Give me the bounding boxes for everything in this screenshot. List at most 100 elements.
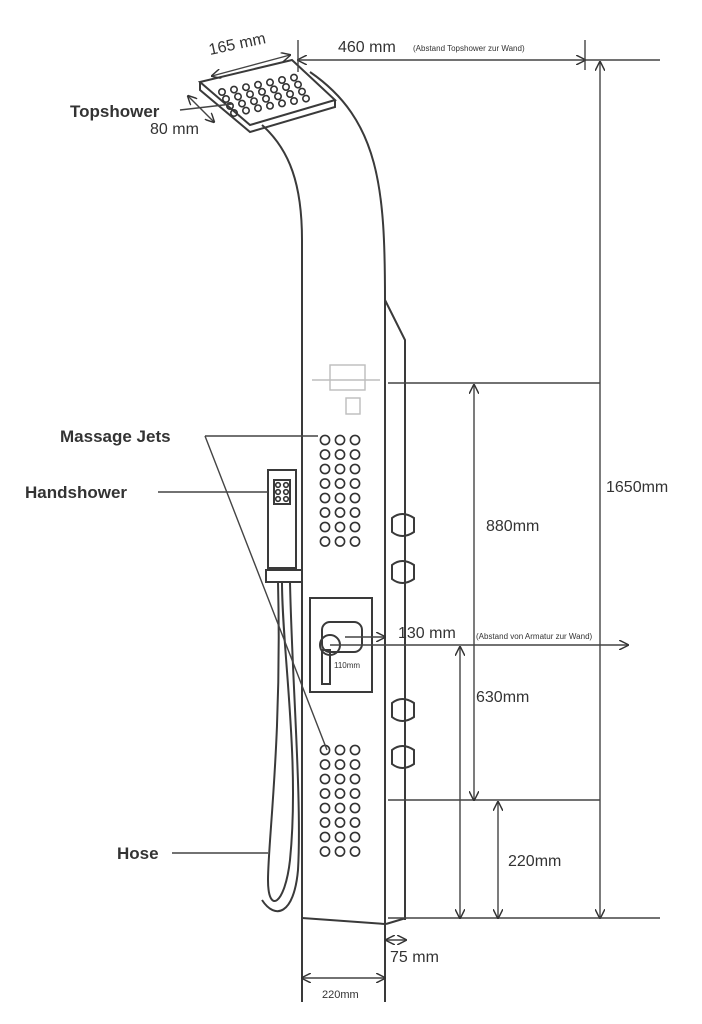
nozzle-dot (349, 744, 361, 756)
nozzle-dot (226, 102, 235, 111)
nozzle-dot (274, 481, 282, 489)
nozzle-dot (282, 495, 290, 503)
nozzle-dot (319, 478, 331, 489)
mixer-plate: 110mm (309, 597, 373, 693)
label-hose: Hose (117, 844, 159, 863)
nozzle-dot (234, 92, 243, 101)
handshower-assembly (261, 469, 303, 913)
nozzle-dot (273, 92, 282, 101)
nozzle-dot (265, 101, 274, 110)
dim-630: 630mm (476, 689, 529, 706)
nozzle-dot (230, 85, 239, 94)
nozzle-dot (319, 507, 331, 518)
nozzle-dot (349, 788, 361, 799)
nozzle-dot (334, 773, 346, 785)
massage-jets-upper (319, 434, 361, 547)
nozzle-dot (334, 434, 346, 446)
nozzle-dot (349, 831, 361, 843)
dim-880: 880mm (486, 518, 539, 535)
nozzle-dot (349, 773, 361, 785)
nozzle-dot (301, 94, 310, 103)
nozzle-dot (319, 521, 331, 533)
nozzle-dot (254, 104, 263, 113)
nozzle-dot (297, 87, 306, 96)
nozzle-dot (319, 759, 331, 770)
nozzle-dot (319, 817, 331, 828)
nozzle-dot (282, 488, 290, 496)
nozzle-dot (282, 481, 290, 489)
nozzle-dot (293, 80, 302, 89)
nozzle-dot (334, 831, 346, 843)
mixer-plate-size: 110mm (334, 661, 360, 670)
nozzle-dot (334, 802, 346, 814)
nozzle-dot (334, 817, 346, 828)
dimension-lines (188, 40, 660, 978)
dim-mixer-reach-note: (Abstand von Armatur zur Wand) (476, 632, 593, 641)
nozzle-dot (334, 507, 346, 518)
nozzle-dot (334, 536, 346, 547)
nozzle-dot (349, 507, 361, 518)
nozzle-dot (334, 492, 346, 504)
nozzle-dot (242, 106, 251, 115)
nozzle-dot (230, 109, 239, 118)
nozzle-dot (265, 78, 274, 87)
nozzle-dot (222, 95, 231, 104)
nozzle-dot (349, 759, 361, 770)
nozzle-dot (334, 478, 346, 489)
dim-top-reach: 460 mm (338, 39, 396, 56)
nozzle-dot (334, 463, 346, 475)
nozzle-dot (281, 83, 290, 92)
nozzle-dot (277, 99, 286, 108)
nozzle-dot (319, 846, 331, 857)
nozzle-dot (285, 90, 294, 99)
wall-bracket (312, 364, 380, 415)
nozzle-dot (349, 434, 361, 446)
label-massage-jets: Massage Jets (60, 427, 171, 446)
nozzle-dot (277, 76, 286, 85)
nozzle-dot (319, 773, 331, 785)
nozzle-dot (319, 492, 331, 504)
nozzle-dot (334, 788, 346, 799)
dim-total-height: 1650mm (606, 479, 668, 496)
nozzle-dot (349, 846, 361, 857)
nozzle-dot (349, 478, 361, 489)
nozzle-dot (218, 88, 227, 97)
label-topshower: Topshower (70, 102, 160, 121)
nozzle-dot (261, 94, 270, 103)
topshower-nozzles (218, 73, 310, 118)
nozzle-dot (334, 759, 346, 770)
nozzle-dot (334, 744, 346, 756)
nozzle-dot (289, 97, 298, 106)
nozzle-dot (250, 97, 259, 106)
nozzle-dot (334, 846, 346, 857)
nozzle-dot (349, 521, 361, 533)
dim-mixer-reach: 130 mm (398, 625, 456, 642)
nozzle-dot (254, 80, 263, 89)
nozzle-dot (319, 536, 331, 547)
nozzle-dot (274, 495, 282, 503)
nozzle-dot (349, 492, 361, 504)
nozzle-dot (238, 99, 247, 108)
nozzle-dot (242, 83, 251, 92)
dim-head-width: 165 mm (207, 30, 267, 59)
part-labels: Topshower Massage Jets Handshower Hose (25, 102, 171, 863)
nozzle-dot (349, 536, 361, 547)
nozzle-dot (257, 87, 266, 96)
dim-220-height: 220mm (508, 853, 561, 870)
nozzle-dot (246, 90, 255, 99)
nozzle-dot (319, 449, 331, 460)
panel-body (197, 58, 407, 1002)
nozzle-dot (334, 521, 346, 533)
massage-jets-lower (319, 744, 361, 857)
dim-head-depth: 80 mm (150, 121, 199, 138)
nozzle-dot (319, 463, 331, 475)
nozzle-dot (349, 817, 361, 828)
dim-panel-width: 220mm (322, 989, 359, 1001)
side-jet-nozzles (391, 513, 415, 769)
nozzle-dot (319, 434, 331, 446)
nozzle-dot (319, 788, 331, 799)
nozzle-dot (274, 488, 282, 496)
nozzle-dot (334, 449, 346, 460)
nozzle-dot (269, 85, 278, 94)
